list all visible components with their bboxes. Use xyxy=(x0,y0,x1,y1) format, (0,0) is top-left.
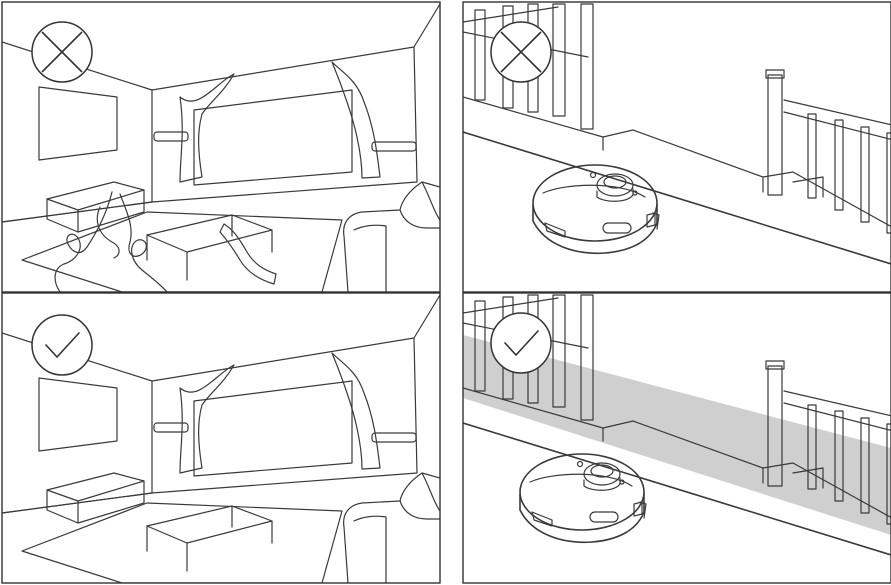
cross-icon xyxy=(32,22,92,82)
check-icon xyxy=(32,315,92,375)
panel-room-correct xyxy=(2,293,440,583)
robot-vacuum xyxy=(533,165,659,253)
cross-icon xyxy=(491,22,551,82)
panel-room-incorrect xyxy=(2,2,440,292)
check-icon xyxy=(491,313,551,373)
panel-stairs-incorrect xyxy=(463,2,891,292)
robot-vacuum xyxy=(520,454,646,542)
panel-stairs-correct xyxy=(463,293,891,583)
